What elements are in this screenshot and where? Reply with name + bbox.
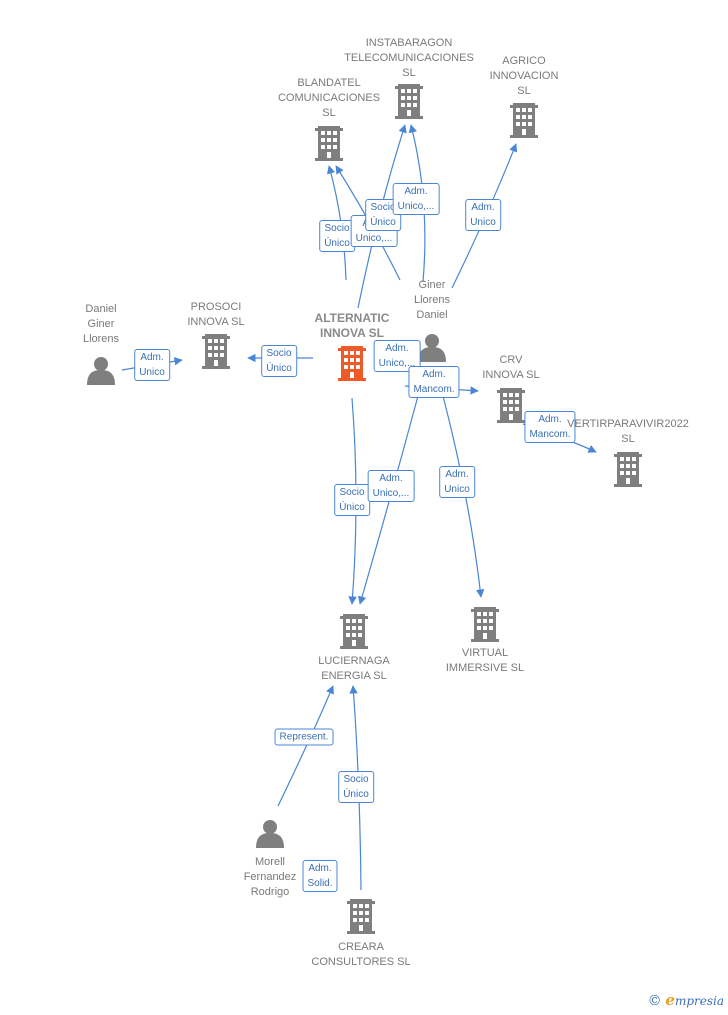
node-label-morell[interactable]: Morell Fernandez Rodrigo (243, 856, 297, 898)
person-icon-daniel[interactable] (87, 357, 115, 385)
node-label-daniel[interactable]: Daniel Giner Llorens (82, 303, 120, 345)
node-label-agrico[interactable]: AGRICO INNOVACION SL (489, 55, 559, 97)
building-icon-crv[interactable] (497, 388, 525, 423)
edge-label-e11[interactable]: Socio Único (334, 484, 370, 516)
node-label-instabaragon[interactable]: INSTABARAGON TELECOMUNICACIONES SL (344, 37, 474, 79)
building-icon-blandatel[interactable] (315, 126, 343, 161)
brand-initial: e (665, 991, 675, 1009)
edge-label-e7[interactable]: Adm. Unico (134, 349, 170, 381)
node-label-crv[interactable]: CRV INNOVA SL (482, 354, 540, 381)
edge-label-e16[interactable]: Adm. Solid. (302, 860, 338, 892)
person-icon-morell[interactable] (256, 820, 284, 848)
brand-name: mpresia (674, 994, 724, 1008)
edge-label-e5[interactable]: Adm. Unico (465, 199, 501, 231)
building-icon-agrico[interactable] (510, 103, 538, 138)
building-icon-prosoci[interactable] (202, 334, 230, 369)
copyright-symbol: © (647, 993, 662, 1009)
node-label-virtual[interactable]: VIRTUAL IMMERSIVE SL (445, 647, 525, 674)
node-label-blandatel[interactable]: BLANDATEL COMUNICACIONES SL (277, 77, 381, 119)
building-icon-instabaragon[interactable] (395, 84, 423, 119)
node-label-alternatic[interactable]: ALTERNATIC INNOVA SL (314, 311, 390, 340)
node-label-prosoci[interactable]: PROSOCI INNOVA SL (187, 301, 245, 328)
node-label-creara[interactable]: CREARA CONSULTORES SL (311, 941, 411, 968)
building-icon-creara[interactable] (347, 899, 375, 934)
edge-label-e9[interactable]: Adm. Mancom. (408, 366, 460, 398)
edge-e13 (442, 395, 485, 598)
building-icon-luciernaga[interactable] (340, 614, 368, 649)
edge-label-e4[interactable]: Adm. Unico,... (392, 183, 440, 215)
edge-label-e14[interactable]: Represent. (274, 728, 334, 746)
building-icon-virtual[interactable] (471, 607, 499, 642)
edge-label-e15[interactable]: Socio Único (338, 771, 374, 803)
building-icon-alternatic[interactable] (338, 346, 366, 381)
building-icon-vertirpara[interactable] (614, 452, 642, 487)
empresia-logo[interactable]: © empresia (648, 991, 724, 1009)
edge-e14 (277, 685, 334, 807)
edge-label-e8[interactable]: Adm. Unico,... (373, 340, 421, 372)
edge-label-e12[interactable]: Adm. Unico,... (367, 470, 415, 502)
edge-label-e6[interactable]: Socio Único (261, 345, 297, 377)
node-label-luciernaga[interactable]: LUCIERNAGA ENERGIA SL (318, 655, 390, 682)
node-label-vertirpara[interactable]: VERTIRPARAVIVIR2022 SL (567, 418, 689, 445)
person-icon-giner[interactable] (418, 334, 446, 362)
edge-label-e1[interactable]: Socio Único (319, 220, 355, 252)
edge-label-e10[interactable]: Adm. Mancom. (524, 411, 576, 443)
node-label-giner[interactable]: Giner Llorens Daniel (413, 279, 451, 321)
edge-label-e13[interactable]: Adm. Unico (439, 466, 475, 498)
